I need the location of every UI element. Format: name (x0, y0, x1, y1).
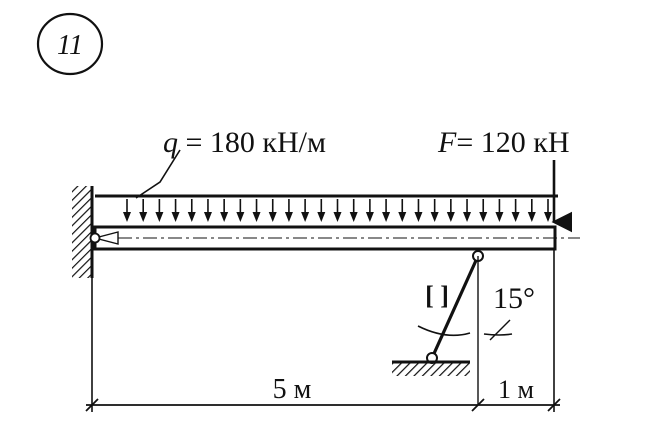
load-arrow-head (155, 212, 164, 222)
load-arrow-head (463, 212, 472, 222)
load-arrow-head (171, 212, 180, 222)
dim-main-label: 5 м (273, 374, 312, 405)
F-symbol: F (437, 126, 457, 159)
load-arrow-head (220, 212, 229, 222)
load-arrows (123, 199, 552, 222)
rod-section-symbol: [ ] (425, 281, 449, 310)
load-arrow-head (284, 212, 293, 222)
load-arrow-head (139, 212, 148, 222)
load-arrow-head (544, 212, 552, 222)
load-arrow-head (365, 212, 374, 222)
load-arrow-head (495, 212, 504, 222)
load-arrow-head (511, 212, 520, 222)
fixed-wall-support (72, 186, 94, 278)
q-symbol: q (163, 126, 178, 159)
force-F-label: F= 120 кН (437, 126, 570, 159)
rod-section-icon: [ ] (425, 281, 449, 310)
load-arrow-head (187, 212, 196, 222)
load-arrow-head (301, 212, 310, 222)
load-arrow-head (414, 212, 423, 222)
load-arrow-head (430, 212, 439, 222)
load-arrow-head (479, 212, 488, 222)
load-arrow-head (252, 212, 261, 222)
q-value: = 180 кН/м (178, 126, 326, 159)
F-value: = 120 кН (456, 126, 569, 159)
distributed-load (95, 194, 558, 222)
svg-text:F= 120 кН: F= 120 кН (437, 126, 570, 159)
load-arrow-head (123, 212, 131, 222)
load-arrow-head (349, 212, 358, 222)
load-arrow-head (333, 212, 342, 222)
load-arrow-head (398, 212, 407, 222)
dimension-lines: 5 м 1 м (85, 249, 561, 412)
problem-number: 11 (57, 30, 83, 61)
angle-indicator: 15° (417, 256, 535, 405)
ground-pin-support (392, 360, 470, 376)
load-arrow-head (382, 212, 391, 222)
load-arrow-head (317, 212, 326, 222)
load-arrow-head (527, 212, 536, 222)
load-arrow-head (268, 212, 277, 222)
problem-number-badge: 11 (36, 12, 104, 76)
beam (89, 225, 580, 251)
angle-label: 15° (493, 282, 535, 315)
load-arrow-head (203, 212, 212, 222)
dim-overhang-label: 1 м (498, 375, 534, 404)
load-arrow-head (236, 212, 245, 222)
load-arrow-head (446, 212, 455, 222)
load-q-label: q = 180 кН/м (135, 126, 326, 199)
svg-text:q = 180 кН/м: q = 180 кН/м (163, 126, 326, 159)
